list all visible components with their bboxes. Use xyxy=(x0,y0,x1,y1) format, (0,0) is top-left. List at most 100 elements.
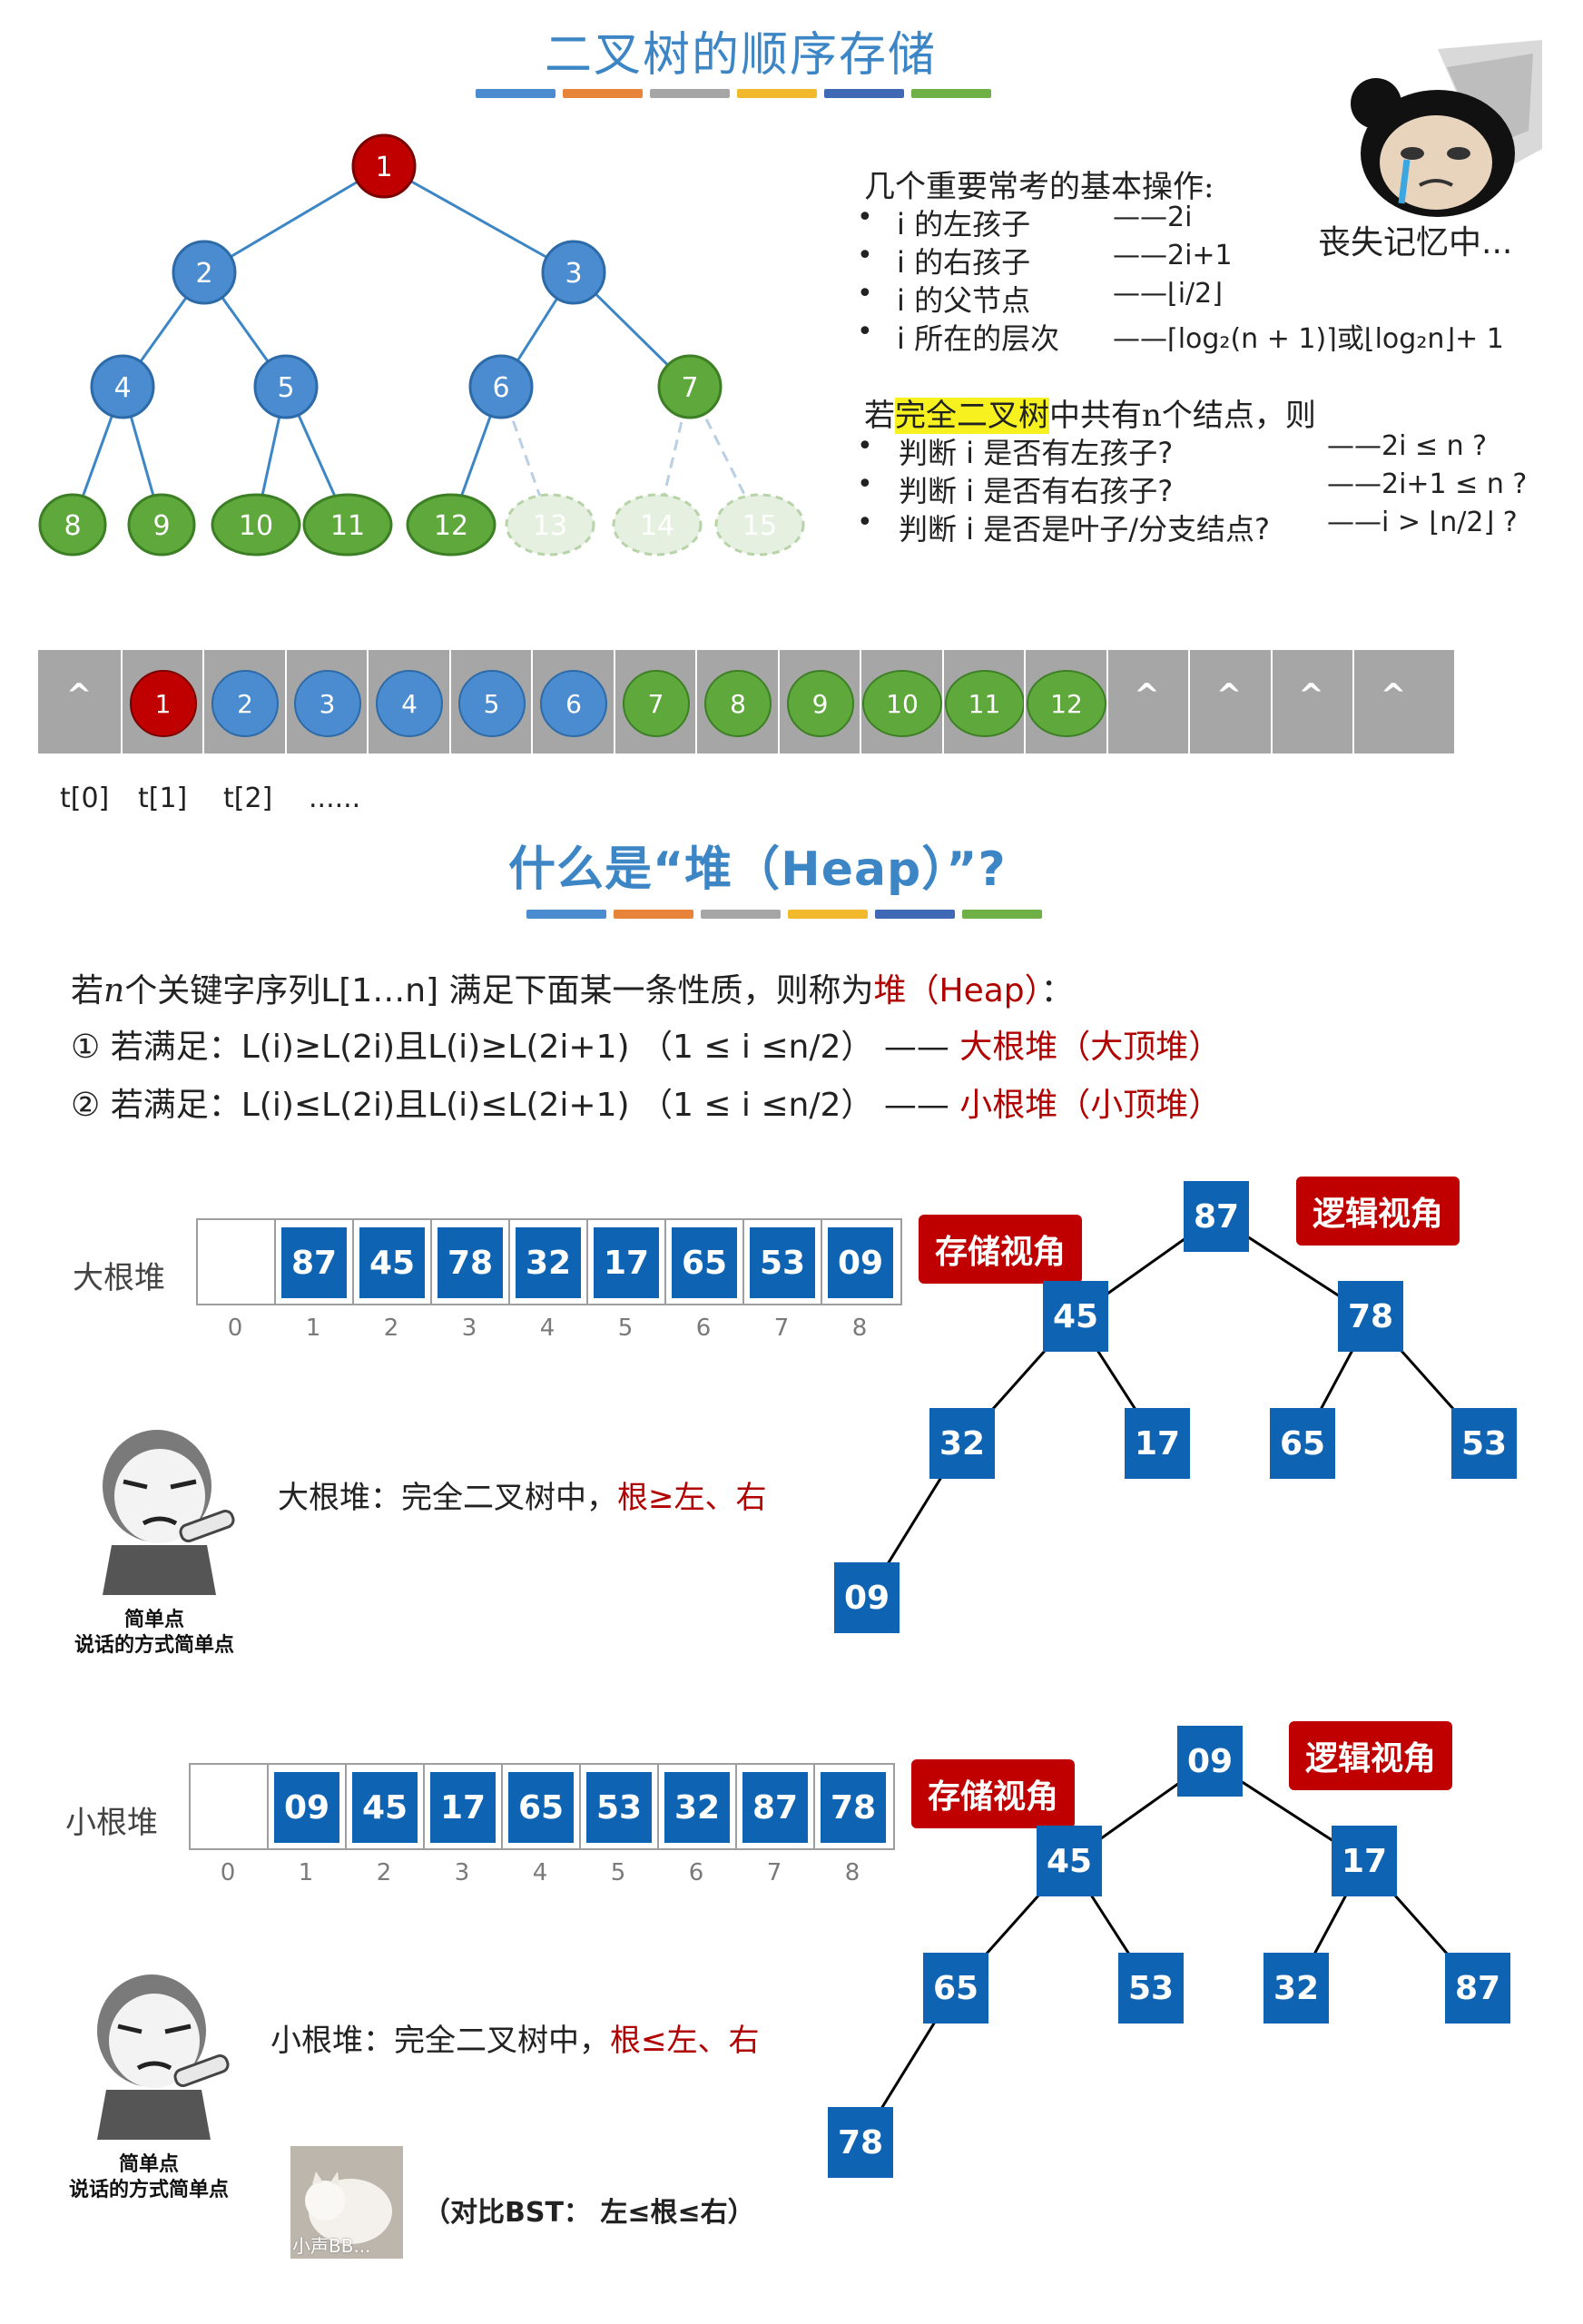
stripe-4 xyxy=(737,89,817,98)
array-cell-4: 4 xyxy=(376,670,443,737)
storage-index-label: ...... xyxy=(309,783,361,814)
cell-divider xyxy=(695,650,697,753)
tree-node-label: 5 xyxy=(277,372,294,404)
bullet: • xyxy=(857,468,873,500)
tree-node-1 xyxy=(351,133,417,199)
tree-node-label: 1 xyxy=(375,152,392,183)
heap-array-cell: 53 xyxy=(750,1227,815,1298)
heap-array-cell: 45 xyxy=(359,1227,425,1298)
heap-array-cell: 32 xyxy=(516,1227,581,1298)
heap-array-cell: 53 xyxy=(586,1772,652,1843)
tree-node-4 xyxy=(90,354,155,419)
tree-node-label: 3 xyxy=(565,258,582,290)
complete-heading: 若完全二叉树中共有n个结点，则 xyxy=(864,390,1316,435)
heap-tree-node: 78 xyxy=(1338,1281,1403,1352)
tree-edges xyxy=(71,164,762,526)
complete-post: 中共有n个结点，则 xyxy=(1049,398,1316,434)
heap-tree-node: 09 xyxy=(834,1562,900,1633)
meme2-line2: 说话的方式简单点 xyxy=(74,1634,234,1657)
tree-node-label: 11 xyxy=(330,510,365,542)
stripe-1 xyxy=(476,89,556,98)
section2-title: 什么是“堆（Heap）”? xyxy=(508,842,1007,897)
tree-node-label: 15 xyxy=(742,510,777,542)
tree-node-14 xyxy=(612,493,703,556)
heap-array-index: 3 xyxy=(461,1315,477,1342)
question-formula: ——i > ⌊n/2⌋ ? xyxy=(1327,507,1518,538)
array-cell-6: 6 xyxy=(540,670,607,737)
heap-tree-node: 17 xyxy=(1125,1408,1190,1479)
heap-tree-node: 09 xyxy=(1177,1726,1243,1797)
array-cell-7: 7 xyxy=(622,670,690,737)
heap-tree-node: 32 xyxy=(929,1408,995,1479)
tree-node-7 xyxy=(657,354,723,419)
tree-node-5 xyxy=(253,354,319,419)
question-label: 判断 i 是否有左孩子? xyxy=(899,436,1174,470)
heap-tree-node: 45 xyxy=(1043,1281,1108,1352)
op-formula: ——2i xyxy=(1113,202,1193,233)
stripe-5 xyxy=(824,89,904,98)
cell-divider xyxy=(1188,650,1190,753)
complete-highlight: 完全二叉树 xyxy=(895,398,1049,434)
stripe-2 xyxy=(563,89,643,98)
heap-array-index: 7 xyxy=(766,1859,782,1886)
bullet: • xyxy=(857,430,873,462)
heap-tree-node: 78 xyxy=(828,2107,893,2178)
array-divider xyxy=(657,1763,659,1850)
cell-divider xyxy=(448,650,451,753)
heap-array-index: 0 xyxy=(227,1315,243,1342)
heap-array-cell: 45 xyxy=(352,1772,418,1843)
heap-array-index: 5 xyxy=(617,1315,634,1342)
stripe-5 xyxy=(875,910,955,919)
null-cell: ^ xyxy=(65,677,93,714)
cell-divider xyxy=(777,650,780,753)
null-cell: ^ xyxy=(1298,677,1324,714)
panda-crying-meme xyxy=(1338,40,1547,217)
op-label: i 的左孩子 xyxy=(897,207,1031,241)
tree-node-6 xyxy=(468,354,534,419)
array-divider xyxy=(742,1218,744,1305)
title2-stripes xyxy=(526,910,1042,919)
cat-caption: 小声BB... xyxy=(292,2235,371,2257)
cell-divider xyxy=(284,650,287,753)
op-formula: ——⌈log₂(n + 1)⌉或⌊log₂n⌋+ 1 xyxy=(1113,323,1504,355)
heap-array-index: 8 xyxy=(851,1315,868,1342)
heap-array-index: 6 xyxy=(695,1315,712,1342)
array-divider xyxy=(813,1763,815,1850)
heap-tree-node: 65 xyxy=(1270,1408,1335,1479)
heap-array-index: 2 xyxy=(383,1315,399,1342)
array-divider xyxy=(508,1218,510,1305)
array-cell-11: 11 xyxy=(944,670,1025,737)
heap-array-cell: 17 xyxy=(430,1772,496,1843)
cell-divider xyxy=(941,650,944,753)
heap-tree-node: 87 xyxy=(1445,1953,1510,2024)
question-formula: ——2i+1 ≤ n ? xyxy=(1327,468,1528,500)
cell-divider xyxy=(613,650,615,753)
heap-tree-node: 17 xyxy=(1332,1826,1397,1896)
tree-node-3 xyxy=(541,240,606,305)
tree-node-label: 8 xyxy=(64,510,81,542)
heap-array-index: 4 xyxy=(539,1315,556,1342)
storage-index-label: t[1] xyxy=(138,783,188,814)
tree-node-10 xyxy=(211,493,301,556)
array-cell-2: 2 xyxy=(211,670,279,737)
simple-meme-2 xyxy=(97,1974,230,2140)
heap-array-cell: 09 xyxy=(274,1772,339,1843)
stripe-3 xyxy=(650,89,730,98)
stripe-1 xyxy=(526,910,606,919)
tree-node-label: 13 xyxy=(533,510,567,542)
tree-node-15 xyxy=(714,493,805,556)
heap-tree-node: 65 xyxy=(923,1953,988,2024)
cell-divider xyxy=(367,650,369,753)
array-divider xyxy=(579,1763,581,1850)
array-cell-1: 1 xyxy=(129,670,197,737)
tree-node-label: 6 xyxy=(492,372,509,404)
heap-array-index: 4 xyxy=(532,1859,548,1886)
heap-array-cell: 87 xyxy=(742,1772,808,1843)
op-formula: ——2i+1 xyxy=(1113,240,1233,271)
tree-node-label: 12 xyxy=(434,510,468,542)
meme3-line2: 说话的方式简单点 xyxy=(68,2179,229,2201)
stripe-4 xyxy=(788,910,868,919)
